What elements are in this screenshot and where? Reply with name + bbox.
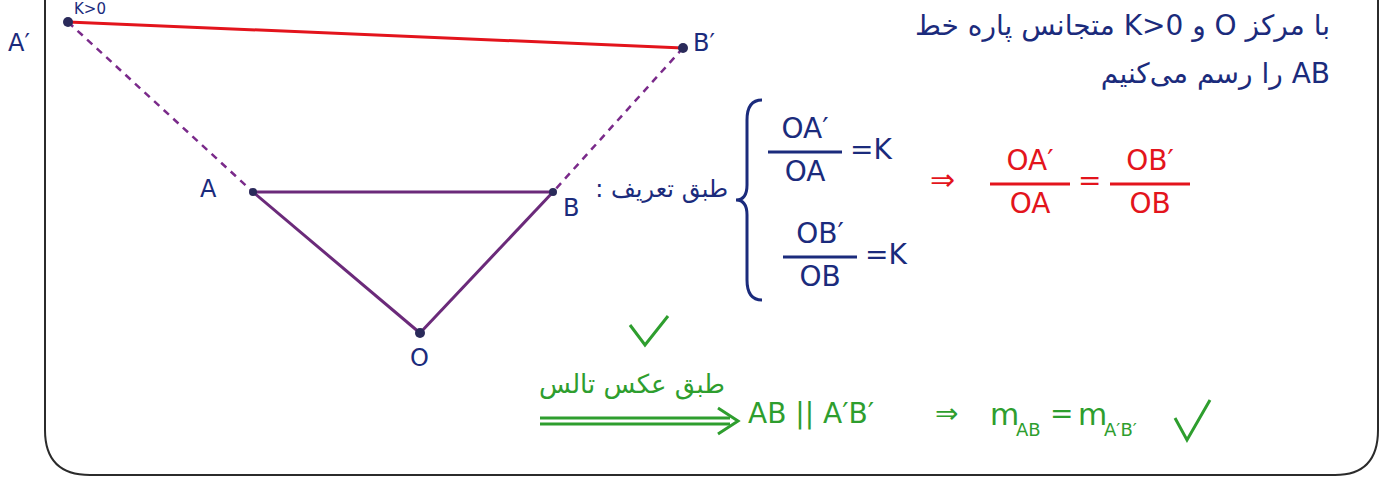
fraction-bar [990, 183, 1070, 186]
point-dot [63, 17, 73, 27]
segment [420, 192, 553, 333]
math-text: OB [799, 261, 840, 293]
panel-border [45, 0, 1378, 475]
note-text: طبق تعریف : [595, 176, 728, 204]
point-label: B′ [693, 30, 715, 58]
subscript: A′B′ [1104, 420, 1137, 441]
fraction-bar [1110, 183, 1190, 186]
math-text: OB [1129, 188, 1170, 220]
image-segment [68, 22, 683, 48]
math-text: OA [1010, 188, 1051, 220]
math-text: m [1078, 398, 1107, 433]
math-text: OA′ [781, 113, 828, 145]
note-text: AB را رسم می‌کنیم [1101, 58, 1330, 90]
segment [253, 191, 553, 194]
point-label: O [410, 345, 429, 373]
point-dot [549, 188, 557, 196]
fraction-bar [768, 151, 842, 154]
math-text: OA [785, 156, 826, 188]
check-mark [1175, 400, 1210, 440]
point-dot [678, 43, 688, 53]
math-text: =K [850, 134, 892, 166]
fraction-bar [783, 256, 857, 259]
note-text: با مرکز O و K>0 متجانس پاره خط [915, 10, 1330, 42]
point-dot [249, 188, 257, 196]
math-text: m [990, 398, 1019, 433]
segment [253, 192, 420, 333]
math-text: = [1078, 165, 1101, 197]
arrow-head [718, 408, 738, 434]
check-mark [630, 316, 668, 345]
point-label: A′ [8, 30, 30, 58]
math-text: OB′ [796, 218, 844, 250]
math-text: AB || A′B′ [748, 398, 874, 430]
dashed-ray [68, 22, 253, 192]
implication-arrow [540, 417, 730, 420]
math-text: =K [865, 239, 907, 271]
note-text: طبق عکس تالس [539, 370, 725, 400]
math-text: ⇒ [935, 398, 958, 430]
implication-arrow [540, 423, 730, 426]
math-text: = [1050, 398, 1073, 430]
brace [736, 100, 762, 300]
math-text: ⇒ [930, 163, 955, 198]
math-text: OB′ [1126, 145, 1174, 177]
dashed-ray [553, 48, 683, 192]
point-label: B [563, 195, 579, 223]
subscript: AB [1016, 420, 1041, 441]
point-label: A [200, 176, 216, 204]
point-dot [415, 328, 425, 338]
point-label: K>0 [74, 1, 106, 18]
math-text: OA′ [1006, 145, 1053, 177]
